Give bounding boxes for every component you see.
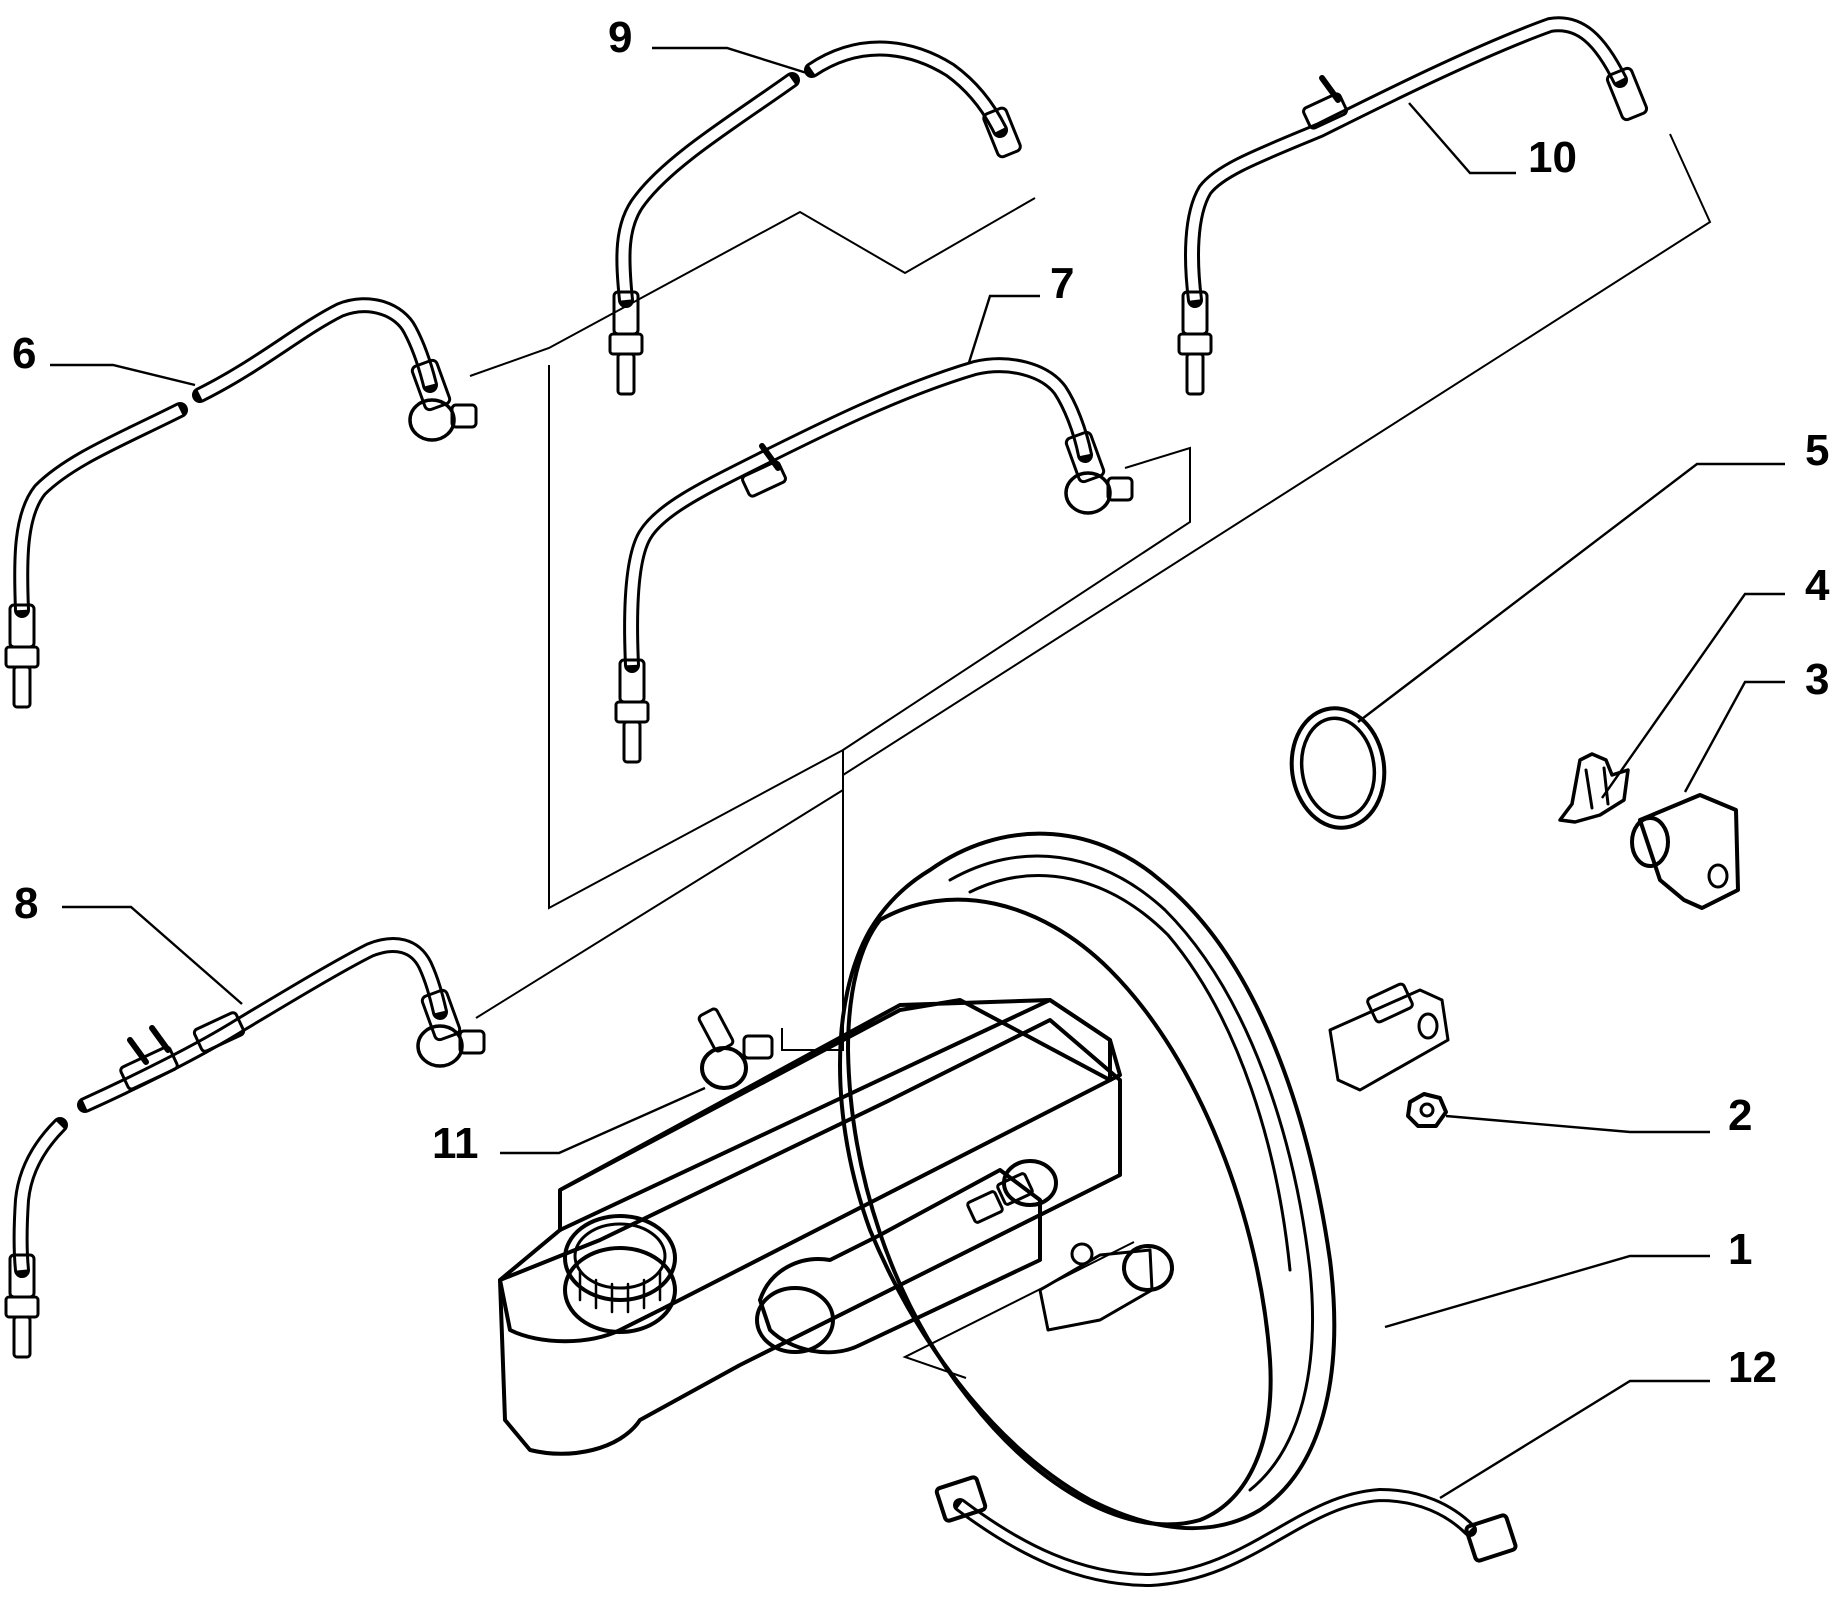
pipe-7-sleeve xyxy=(741,460,787,498)
assembly-line-8 xyxy=(475,789,844,1019)
pipe-7-clip xyxy=(759,443,781,471)
hex-nut-2 xyxy=(1406,1092,1448,1128)
pipe-8-banjo xyxy=(416,1024,464,1068)
pipe-7-hex xyxy=(614,700,650,724)
leader-8 xyxy=(62,905,243,1005)
booster-front-shell xyxy=(846,897,1273,1527)
leader-6 xyxy=(50,363,196,387)
brake-pipe-9 xyxy=(608,40,1022,396)
callout-label-2: 2 xyxy=(1728,1091,1752,1140)
master-cylinder-reservoir xyxy=(498,998,1174,1456)
retaining-clip-4 xyxy=(1558,752,1630,824)
pipe-6-end-fitting xyxy=(410,358,452,412)
leader-11 xyxy=(500,1086,706,1155)
leader-lines xyxy=(50,46,1785,1500)
leader-7 xyxy=(964,294,1040,373)
leader-5 xyxy=(1357,462,1785,723)
pipe-8-clip-a xyxy=(127,1037,149,1065)
wiring-harness-12 xyxy=(934,1475,1518,1587)
pipe-9-end-fitting xyxy=(982,106,1022,159)
leader-1 xyxy=(1384,1254,1710,1329)
callout-labels: 1 2 3 4 5 6 7 8 9 10 11 12 xyxy=(12,13,1830,1392)
brake-pipe-6 xyxy=(4,297,478,709)
reservoir-upper xyxy=(498,998,1122,1344)
brake-booster-1 xyxy=(838,831,1450,1531)
pipe-10-hex xyxy=(1177,332,1213,356)
pipe-10-thread xyxy=(1185,352,1205,396)
reservoir-top xyxy=(558,998,1112,1232)
reservoir-cap-base xyxy=(563,1246,677,1334)
pipe-7-banjo-bolt xyxy=(1106,476,1134,502)
pipe-9-thread xyxy=(616,352,636,396)
pipe-6-thread xyxy=(12,665,32,709)
reservoir-cap-ribs xyxy=(578,1270,662,1314)
callout-label-7: 7 xyxy=(1050,259,1074,308)
callout-label-3: 3 xyxy=(1805,655,1829,704)
assembly-line-right xyxy=(842,446,1191,751)
assembly-lines xyxy=(469,133,1712,1379)
callout-label-1: 1 xyxy=(1728,1225,1752,1274)
pipe-6-banjo xyxy=(408,398,456,442)
pipe-8-end-fitting xyxy=(420,988,462,1042)
callout-label-11: 11 xyxy=(432,1119,479,1168)
callout-label-4: 4 xyxy=(1805,561,1830,610)
leader-10 xyxy=(1408,102,1516,175)
pipe-port-a xyxy=(1002,1159,1058,1207)
pipe-port-b xyxy=(1122,1244,1174,1292)
leader-12 xyxy=(1439,1379,1710,1500)
brake-pipe-10 xyxy=(1177,16,1649,396)
leader-2 xyxy=(1445,1114,1710,1134)
master-cylinder-body xyxy=(758,1168,1042,1355)
bushing-3 xyxy=(1630,793,1740,910)
seal-ring-5 xyxy=(1289,706,1387,830)
callout-label-9: 9 xyxy=(608,13,632,62)
pipe-9-hex xyxy=(608,332,644,356)
pipe-10-clip xyxy=(1319,75,1341,103)
booster-mount-bracket xyxy=(1328,988,1450,1092)
leader-9 xyxy=(652,46,811,76)
pipe-6-banjo-bolt xyxy=(450,403,478,429)
pipe-8-coupling xyxy=(192,1011,246,1053)
leader-3 xyxy=(1683,680,1785,793)
pipe-6-hex xyxy=(4,645,40,669)
callout-label-10: 10 xyxy=(1528,133,1577,182)
assembly-line-long xyxy=(842,133,1712,776)
pipe-7-thread xyxy=(622,720,642,764)
callout-label-12: 12 xyxy=(1728,1343,1777,1392)
pipe-7-banjo xyxy=(1064,471,1112,515)
pipe-8-banjo-bolt xyxy=(458,1029,486,1055)
reservoir-connector-a xyxy=(966,1190,1004,1224)
callout-label-5: 5 xyxy=(1805,426,1829,475)
reservoir-connector-b xyxy=(996,1172,1034,1206)
callout-label-8: 8 xyxy=(14,879,38,928)
brake-pipe-7 xyxy=(614,357,1134,764)
callout-label-6: 6 xyxy=(12,329,36,378)
pipe-8-hex xyxy=(4,1295,40,1319)
pipe-7-end-fitting xyxy=(1064,430,1106,484)
assembly-line-group xyxy=(469,197,1036,377)
brake-pipe-8 xyxy=(4,937,486,1359)
reservoir-cap xyxy=(563,1214,677,1302)
pipe-10-end-fitting xyxy=(1605,66,1649,122)
leader-4 xyxy=(1601,592,1785,799)
pipe-8-clip-b xyxy=(149,1025,171,1053)
harness-connector-right xyxy=(1464,1513,1518,1563)
assembly-line-left xyxy=(548,365,844,1051)
harness-connector-left xyxy=(934,1475,988,1523)
reservoir-lower xyxy=(498,1018,1122,1456)
pipe-fitting-11 xyxy=(697,1007,774,1090)
pipe-8-thread xyxy=(12,1315,32,1359)
pipe-10-sleeve xyxy=(1302,92,1348,130)
